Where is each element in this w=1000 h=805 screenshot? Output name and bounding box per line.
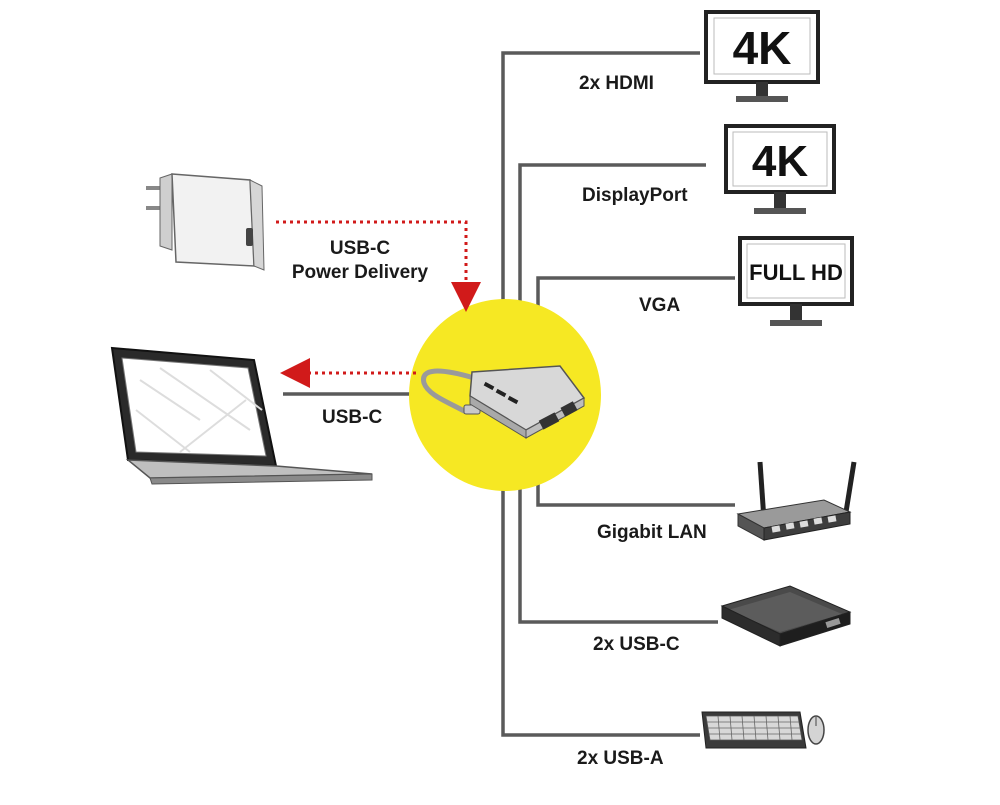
monitor-vga-icon: FULL HD — [738, 236, 854, 326]
monitor-displayport-icon: 4K — [724, 124, 836, 214]
laptop-label: USB-C — [322, 407, 383, 428]
monitor-hdmi-screen-text: 4K — [733, 22, 792, 74]
usb-c-output-label: 2x USB-C — [593, 634, 680, 655]
hdmi-label: 2x HDMI — [579, 73, 654, 94]
power-label-line2: Power Delivery — [291, 262, 429, 283]
laptop-icon — [110, 346, 373, 485]
monitor-vga-screen-text: FULL HD — [749, 260, 843, 285]
vga-label: VGA — [639, 295, 681, 316]
keyboard-mouse-icon — [701, 711, 825, 749]
power-delivery-arrow — [276, 220, 481, 312]
gigabit-lan-label: Gigabit LAN — [597, 522, 707, 543]
monitor-hdmi-icon: 4K — [704, 10, 820, 102]
power-adapter-icon — [146, 173, 265, 271]
monitor-displayport-screen-text: 4K — [752, 137, 808, 186]
external-drive-icon — [720, 585, 852, 647]
power-label-line1: USB-C — [329, 238, 391, 259]
displayport-label: DisplayPort — [582, 185, 688, 206]
usb-c-hub-icon — [421, 365, 586, 439]
router-icon — [736, 461, 857, 541]
usb-a-label: 2x USB-A — [577, 748, 664, 769]
